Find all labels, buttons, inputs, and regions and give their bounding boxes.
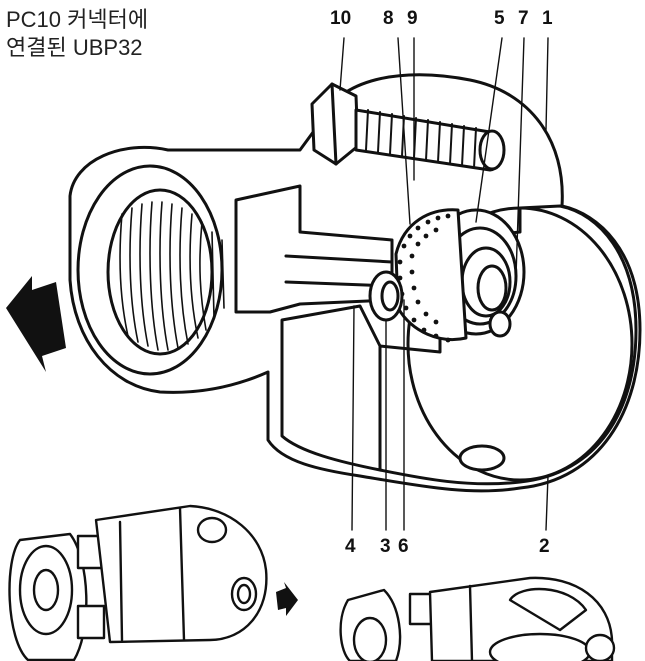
callout-1: 1: [542, 8, 553, 29]
valve-seat: [368, 270, 404, 322]
caption-line-1: PC10 커넥터에: [6, 7, 149, 32]
flow-arrow-left: [6, 276, 66, 372]
bolt-head: [310, 82, 360, 166]
valve-assembly-right: [339, 576, 616, 661]
inlet-bore-inner: [106, 188, 214, 356]
bolt-shaft: [354, 108, 506, 172]
valve-assembly-left: [8, 504, 268, 661]
figure-caption: PC10 커넥터에 연결된 UBP32: [6, 6, 148, 62]
callout-6: 6: [398, 536, 409, 557]
caption-line-2: 연결된 UBP32: [6, 35, 143, 60]
callout-3: 3: [380, 536, 391, 557]
callout-7: 7: [518, 8, 529, 29]
callout-9: 9: [407, 8, 418, 29]
thread-lines: [119, 201, 225, 351]
callout-4: 4: [345, 536, 356, 557]
callout-10: 10: [330, 8, 352, 29]
cap-face: [406, 206, 634, 482]
lower-flange: [280, 304, 382, 472]
flow-arrow-small: [276, 582, 298, 616]
drain-plug: [458, 444, 506, 472]
leader-lines: [339, 37, 549, 531]
passage-edge: [284, 254, 394, 264]
callout-8: 8: [383, 8, 394, 29]
callout-5: 5: [494, 8, 505, 29]
callout-2: 2: [539, 536, 550, 557]
